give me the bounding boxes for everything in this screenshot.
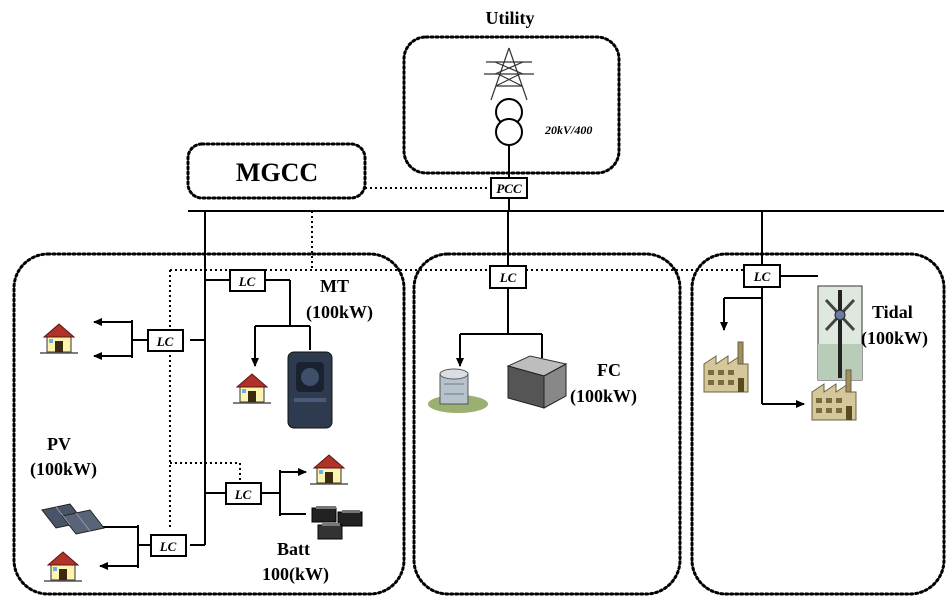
svg-text:LC: LC: [156, 334, 174, 349]
pv-rating: (100kW): [30, 459, 97, 480]
mt-name: MT: [320, 276, 349, 296]
utility-zone: [402, 35, 621, 175]
microturbine-icon: [287, 351, 333, 429]
lc-fc: LC: [489, 265, 527, 289]
transmission-tower-icon: [484, 47, 534, 101]
house-icon: [39, 323, 79, 354]
mgcc-label: MGCC: [236, 158, 318, 187]
fc-rating: (100kW): [570, 386, 637, 407]
transformer-rating: 20kV/400: [544, 123, 592, 137]
tidal-rating: (100kW): [861, 328, 928, 349]
lc-loads: LC: [147, 329, 184, 352]
house-icon: [43, 551, 83, 582]
fc-name: FC: [597, 360, 621, 380]
pcc-label: PCC: [496, 181, 522, 196]
pv-name: PV: [47, 434, 71, 454]
battery-icon: [311, 506, 363, 540]
mgcc-box: [186, 142, 367, 200]
right-zone: [690, 252, 946, 596]
svg-text:LC: LC: [238, 274, 256, 289]
middle-zone: [412, 252, 682, 596]
building-icon: [428, 368, 488, 413]
tidal-turbine-icon: [817, 285, 863, 381]
fuel-cell-icon: [506, 355, 568, 409]
svg-text:LC: LC: [234, 487, 252, 502]
tidal-name: Tidal: [872, 302, 913, 322]
lc-pv: LC: [150, 534, 187, 557]
lc-mt: LC: [229, 269, 266, 292]
batt-rating: 100(kW): [262, 564, 329, 585]
house-icon: [309, 454, 349, 485]
lc-tidal: LC: [743, 264, 781, 288]
batt-name: Batt: [277, 539, 310, 559]
svg-text:LC: LC: [499, 270, 517, 285]
solar-panel-icon: [41, 503, 105, 535]
house-icon: [232, 373, 272, 404]
svg-text:LC: LC: [753, 269, 771, 284]
svg-text:LC: LC: [159, 539, 177, 554]
lc-batt: LC: [225, 482, 262, 505]
utility-title: Utility: [486, 8, 535, 28]
factory-icon: [703, 341, 749, 393]
left-zone: [12, 252, 406, 596]
transformer-icon: [495, 98, 523, 146]
mt-rating: (100kW): [306, 302, 373, 323]
